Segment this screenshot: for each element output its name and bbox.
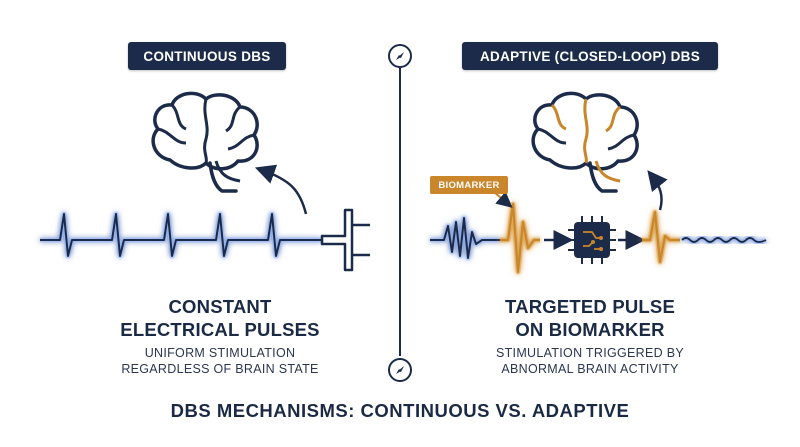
compass-icon: [388, 44, 412, 68]
biomarker-spike: [500, 201, 540, 275]
left-heading-line2: ELECTRICAL PULSES: [120, 319, 320, 340]
biomarker-pointer-arrow: [493, 191, 513, 208]
microchip-icon: [568, 216, 616, 264]
left-sub-line1: UNIFORM STIMULATION: [144, 346, 296, 360]
biomarker-tag: BIOMARKER: [430, 176, 508, 194]
right-feedback-arrow: [647, 170, 668, 211]
continuous-pulse-waveform: [40, 211, 322, 259]
left-subtitle: UNIFORM STIMULATION REGARDLESS OF BRAIN …: [80, 345, 360, 377]
electrode-icon: [320, 208, 370, 272]
right-heading-line1: TARGETED PULSE: [505, 296, 675, 317]
right-subtitle: STIMULATION TRIGGERED BY ABNORMAL BRAIN …: [440, 345, 740, 377]
center-divider: [399, 66, 401, 356]
right-heading-line2: ON BIOMARKER: [515, 319, 665, 340]
brain-icon: [151, 91, 259, 193]
targeted-pulse: [642, 209, 680, 265]
right-sub-line1: STIMULATION TRIGGERED BY: [495, 346, 684, 360]
baseline-brain-wave: [430, 215, 500, 261]
brain-icon: [531, 91, 639, 193]
right-heading: TARGETED PULSE ON BIOMARKER: [440, 295, 740, 341]
normalized-brain-wave: [680, 235, 768, 245]
left-heading: CONSTANT ELECTRICAL PULSES: [80, 295, 360, 341]
continuous-dbs-badge: CONTINUOUS DBS: [128, 42, 286, 70]
left-feedback-arrow: [254, 164, 308, 215]
left-sub-line2: REGARDLESS OF BRAIN STATE: [121, 362, 319, 376]
right-sub-line2: ABNORMAL BRAIN ACTIVITY: [501, 362, 679, 376]
compass-icon: [388, 358, 412, 382]
left-heading-line1: CONSTANT: [168, 296, 272, 317]
adaptive-dbs-badge: ADAPTIVE (CLOSED-LOOP) DBS: [462, 42, 718, 70]
diagram-title: DBS MECHANISMS: CONTINUOUS VS. ADAPTIVE: [170, 400, 630, 421]
